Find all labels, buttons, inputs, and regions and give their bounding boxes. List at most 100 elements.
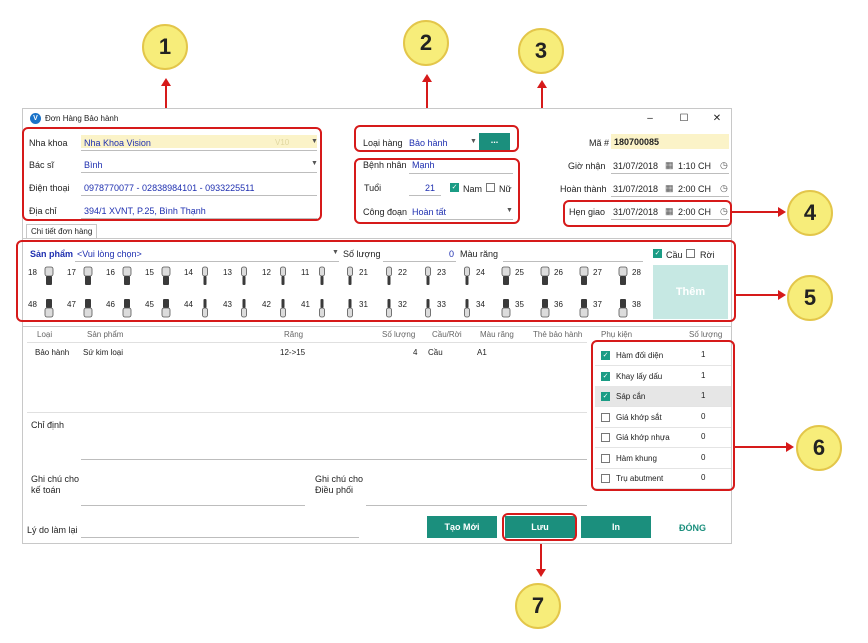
- male-checkbox[interactable]: ✓: [450, 183, 459, 192]
- received-time[interactable]: 1:10 CH: [678, 161, 712, 171]
- tooth-48[interactable]: 48: [27, 295, 63, 323]
- age-label: Tuổi: [364, 183, 382, 193]
- address-field[interactable]: 394/1 XVNT, P.25, Bình Thạnh: [84, 206, 206, 216]
- product-type-more-button[interactable]: ...: [479, 133, 510, 151]
- tooth-24[interactable]: 24: [456, 263, 492, 291]
- delivery-date[interactable]: 31/07/2018: [613, 207, 659, 217]
- tooth-32[interactable]: 32: [378, 295, 414, 323]
- female-checkbox[interactable]: [486, 183, 495, 192]
- tooth-37[interactable]: 37: [573, 295, 609, 323]
- accounting-note-field[interactable]: [81, 505, 305, 506]
- accessory-qty[interactable]: 0: [701, 411, 706, 421]
- completed-date[interactable]: 31/07/2018: [613, 184, 659, 194]
- doctor-select[interactable]: Bình: [84, 160, 103, 170]
- doctor-dropdown-icon[interactable]: ▼: [311, 160, 318, 167]
- accessory-qty[interactable]: 1: [701, 370, 706, 380]
- tooth-26[interactable]: 26: [534, 263, 570, 291]
- minimize-button[interactable]: –: [647, 113, 653, 124]
- completed-calendar-icon[interactable]: ▦: [665, 183, 674, 193]
- clinic-select[interactable]: Nha Khoa Vision: [84, 138, 151, 148]
- accessory-checkbox[interactable]: ✓: [601, 392, 610, 401]
- accessory-checkbox[interactable]: [601, 474, 610, 483]
- tooth-47[interactable]: 47: [66, 295, 102, 323]
- tooth-17[interactable]: 17: [66, 263, 102, 291]
- accessory-qty[interactable]: 1: [701, 350, 706, 359]
- age-field[interactable]: 21: [425, 183, 436, 193]
- tooth-42[interactable]: 42: [261, 295, 297, 323]
- tooth-icon: [278, 265, 288, 287]
- received-clock-icon[interactable]: ◷: [720, 160, 728, 170]
- tooth-45[interactable]: 45: [144, 295, 180, 323]
- stage-dropdown-icon[interactable]: ▼: [506, 207, 513, 214]
- indication-field[interactable]: [81, 459, 587, 460]
- quantity-field[interactable]: 0: [449, 249, 455, 259]
- save-button[interactable]: Lưu: [505, 516, 575, 538]
- patient-field[interactable]: Mạnh: [412, 160, 435, 170]
- accessory-qty[interactable]: 0: [701, 473, 706, 482]
- phone-field[interactable]: 0978770077 - 02838984101 - 0933225511: [84, 183, 255, 193]
- tooth-36[interactable]: 36: [534, 295, 570, 323]
- tooth-21[interactable]: 21: [339, 263, 375, 291]
- tooth-27[interactable]: 27: [573, 263, 609, 291]
- bridge-checkbox[interactable]: ✓: [653, 249, 662, 258]
- accessory-qty[interactable]: 1: [701, 391, 706, 400]
- maximize-button[interactable]: ☐: [679, 113, 689, 124]
- tooth-16[interactable]: 16: [105, 263, 141, 291]
- delivery-clock-icon[interactable]: ◷: [720, 206, 728, 216]
- close-button[interactable]: ✕: [712, 113, 722, 124]
- delivery-calendar-icon[interactable]: ▦: [665, 206, 674, 216]
- accessory-checkbox[interactable]: [601, 433, 610, 442]
- stage-select[interactable]: Hoàn tất: [412, 207, 447, 217]
- delivery-time[interactable]: 2:00 CH: [678, 207, 712, 217]
- tooth-18[interactable]: 18: [27, 263, 63, 291]
- tooth-34[interactable]: 34: [456, 295, 492, 323]
- tooth-44[interactable]: 44: [183, 295, 219, 323]
- close-form-button[interactable]: ĐÓNG: [679, 523, 706, 533]
- tooth-31[interactable]: 31: [339, 295, 375, 323]
- tooth-22[interactable]: 22: [378, 263, 414, 291]
- redo-reason-field[interactable]: [81, 537, 359, 538]
- accessory-checkbox[interactable]: ✓: [601, 351, 610, 360]
- product-type-select[interactable]: Bảo hành: [409, 138, 448, 148]
- add-button[interactable]: Thêm: [653, 265, 728, 319]
- received-calendar-icon[interactable]: ▦: [665, 160, 674, 170]
- tooth-11[interactable]: 11: [300, 263, 336, 291]
- table-row[interactable]: Bảo hành Sứ kim loại 12->15 4 Cầu A1: [27, 345, 587, 361]
- accessory-checkbox[interactable]: [601, 412, 610, 422]
- tooth-25[interactable]: 25: [495, 263, 531, 291]
- accessory-qty[interactable]: 0: [701, 452, 706, 462]
- tooth-12[interactable]: 12: [261, 263, 297, 291]
- new-button[interactable]: Tạo Mới: [427, 516, 497, 538]
- tooth-13[interactable]: 13: [222, 263, 258, 291]
- product-select[interactable]: <Vui lòng chọn>: [77, 249, 142, 259]
- tooth-14[interactable]: 14: [183, 263, 219, 291]
- tooth-23[interactable]: 23: [417, 263, 453, 291]
- tooth-43[interactable]: 43: [222, 295, 258, 323]
- clinic-dropdown-icon[interactable]: ▼: [311, 138, 318, 145]
- dispatch-note-field[interactable]: [366, 505, 587, 506]
- tooth-28[interactable]: 28: [612, 263, 648, 291]
- accessory-checkbox[interactable]: ✓: [601, 371, 610, 381]
- product-type-dropdown-icon[interactable]: ▼: [470, 138, 477, 145]
- print-button[interactable]: In: [581, 516, 651, 538]
- product-dropdown-icon[interactable]: ▼: [332, 249, 339, 256]
- tooth-46[interactable]: 46: [105, 295, 141, 323]
- accessory-qty[interactable]: 0: [701, 432, 706, 441]
- single-checkbox[interactable]: [686, 249, 695, 258]
- accessory-checkbox[interactable]: [601, 453, 610, 463]
- tooth-15[interactable]: 15: [144, 263, 180, 291]
- received-date[interactable]: 31/07/2018: [613, 161, 659, 171]
- tooth-33[interactable]: 33: [417, 295, 453, 323]
- completed-clock-icon[interactable]: ◷: [720, 183, 728, 193]
- completed-time[interactable]: 2:00 CH: [678, 184, 712, 194]
- tab-order-details[interactable]: Chi tiết đơn hàng: [26, 224, 98, 239]
- tooth-35[interactable]: 35: [495, 295, 531, 323]
- tooth-38[interactable]: 38: [612, 295, 648, 323]
- tooth-41[interactable]: 41: [300, 295, 336, 323]
